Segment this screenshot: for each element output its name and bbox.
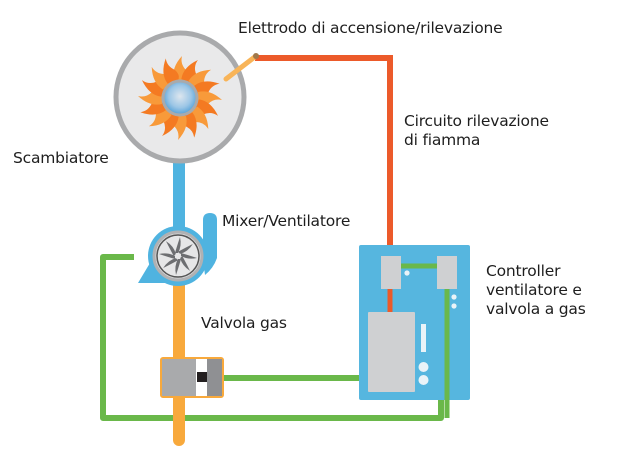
- fan-blade: [175, 237, 181, 253]
- heat-exchanger: [113, 30, 247, 164]
- label-flame-circuit: Circuito rilevazione di fiamma: [404, 112, 549, 150]
- fan-blade: [180, 256, 191, 271]
- gas-valve: [160, 357, 224, 398]
- fan-blades-icon: [159, 237, 197, 275]
- label-flame-circuit-line2: di fiamma: [404, 131, 481, 149]
- controller-chip: [368, 312, 415, 392]
- flame-petal: [188, 106, 209, 130]
- flame-icon: [138, 56, 222, 140]
- flame-petal: [163, 58, 179, 84]
- fan-blade: [175, 259, 181, 275]
- fan-blade: [165, 241, 176, 256]
- label-electrode: Elettrodo di accensione/rilevazione: [238, 19, 503, 37]
- ignition-electrode: [223, 53, 259, 82]
- fan-blade: [163, 258, 178, 269]
- label-flame-circuit-line1: Circuito rilevazione: [404, 112, 549, 130]
- controller-terminal-right: [437, 256, 457, 289]
- flame-petal: [148, 106, 172, 127]
- fan-blade: [159, 253, 175, 259]
- label-controller-line3: valvola a gas: [486, 300, 586, 318]
- flame-petal: [188, 69, 212, 90]
- label-exchanger: Scambiatore: [13, 149, 109, 167]
- label-gas-valve: Valvola gas: [201, 314, 287, 332]
- label-controller-line1: Controller: [486, 262, 561, 280]
- flame-detection-wire: [255, 55, 393, 300]
- electrode-tip: [253, 53, 259, 59]
- fan-blade: [178, 243, 193, 254]
- controller-terminal-left: [381, 256, 401, 289]
- label-fan: Mixer/Ventilatore: [222, 212, 351, 230]
- label-controller: Controller ventilatore e valvola a gas: [486, 262, 586, 319]
- fan-mixer: [138, 213, 217, 286]
- label-controller-line2: ventilatore e: [486, 281, 582, 299]
- controller-board: [359, 245, 470, 418]
- fan-blade: [181, 253, 197, 259]
- flame-petal: [151, 66, 172, 90]
